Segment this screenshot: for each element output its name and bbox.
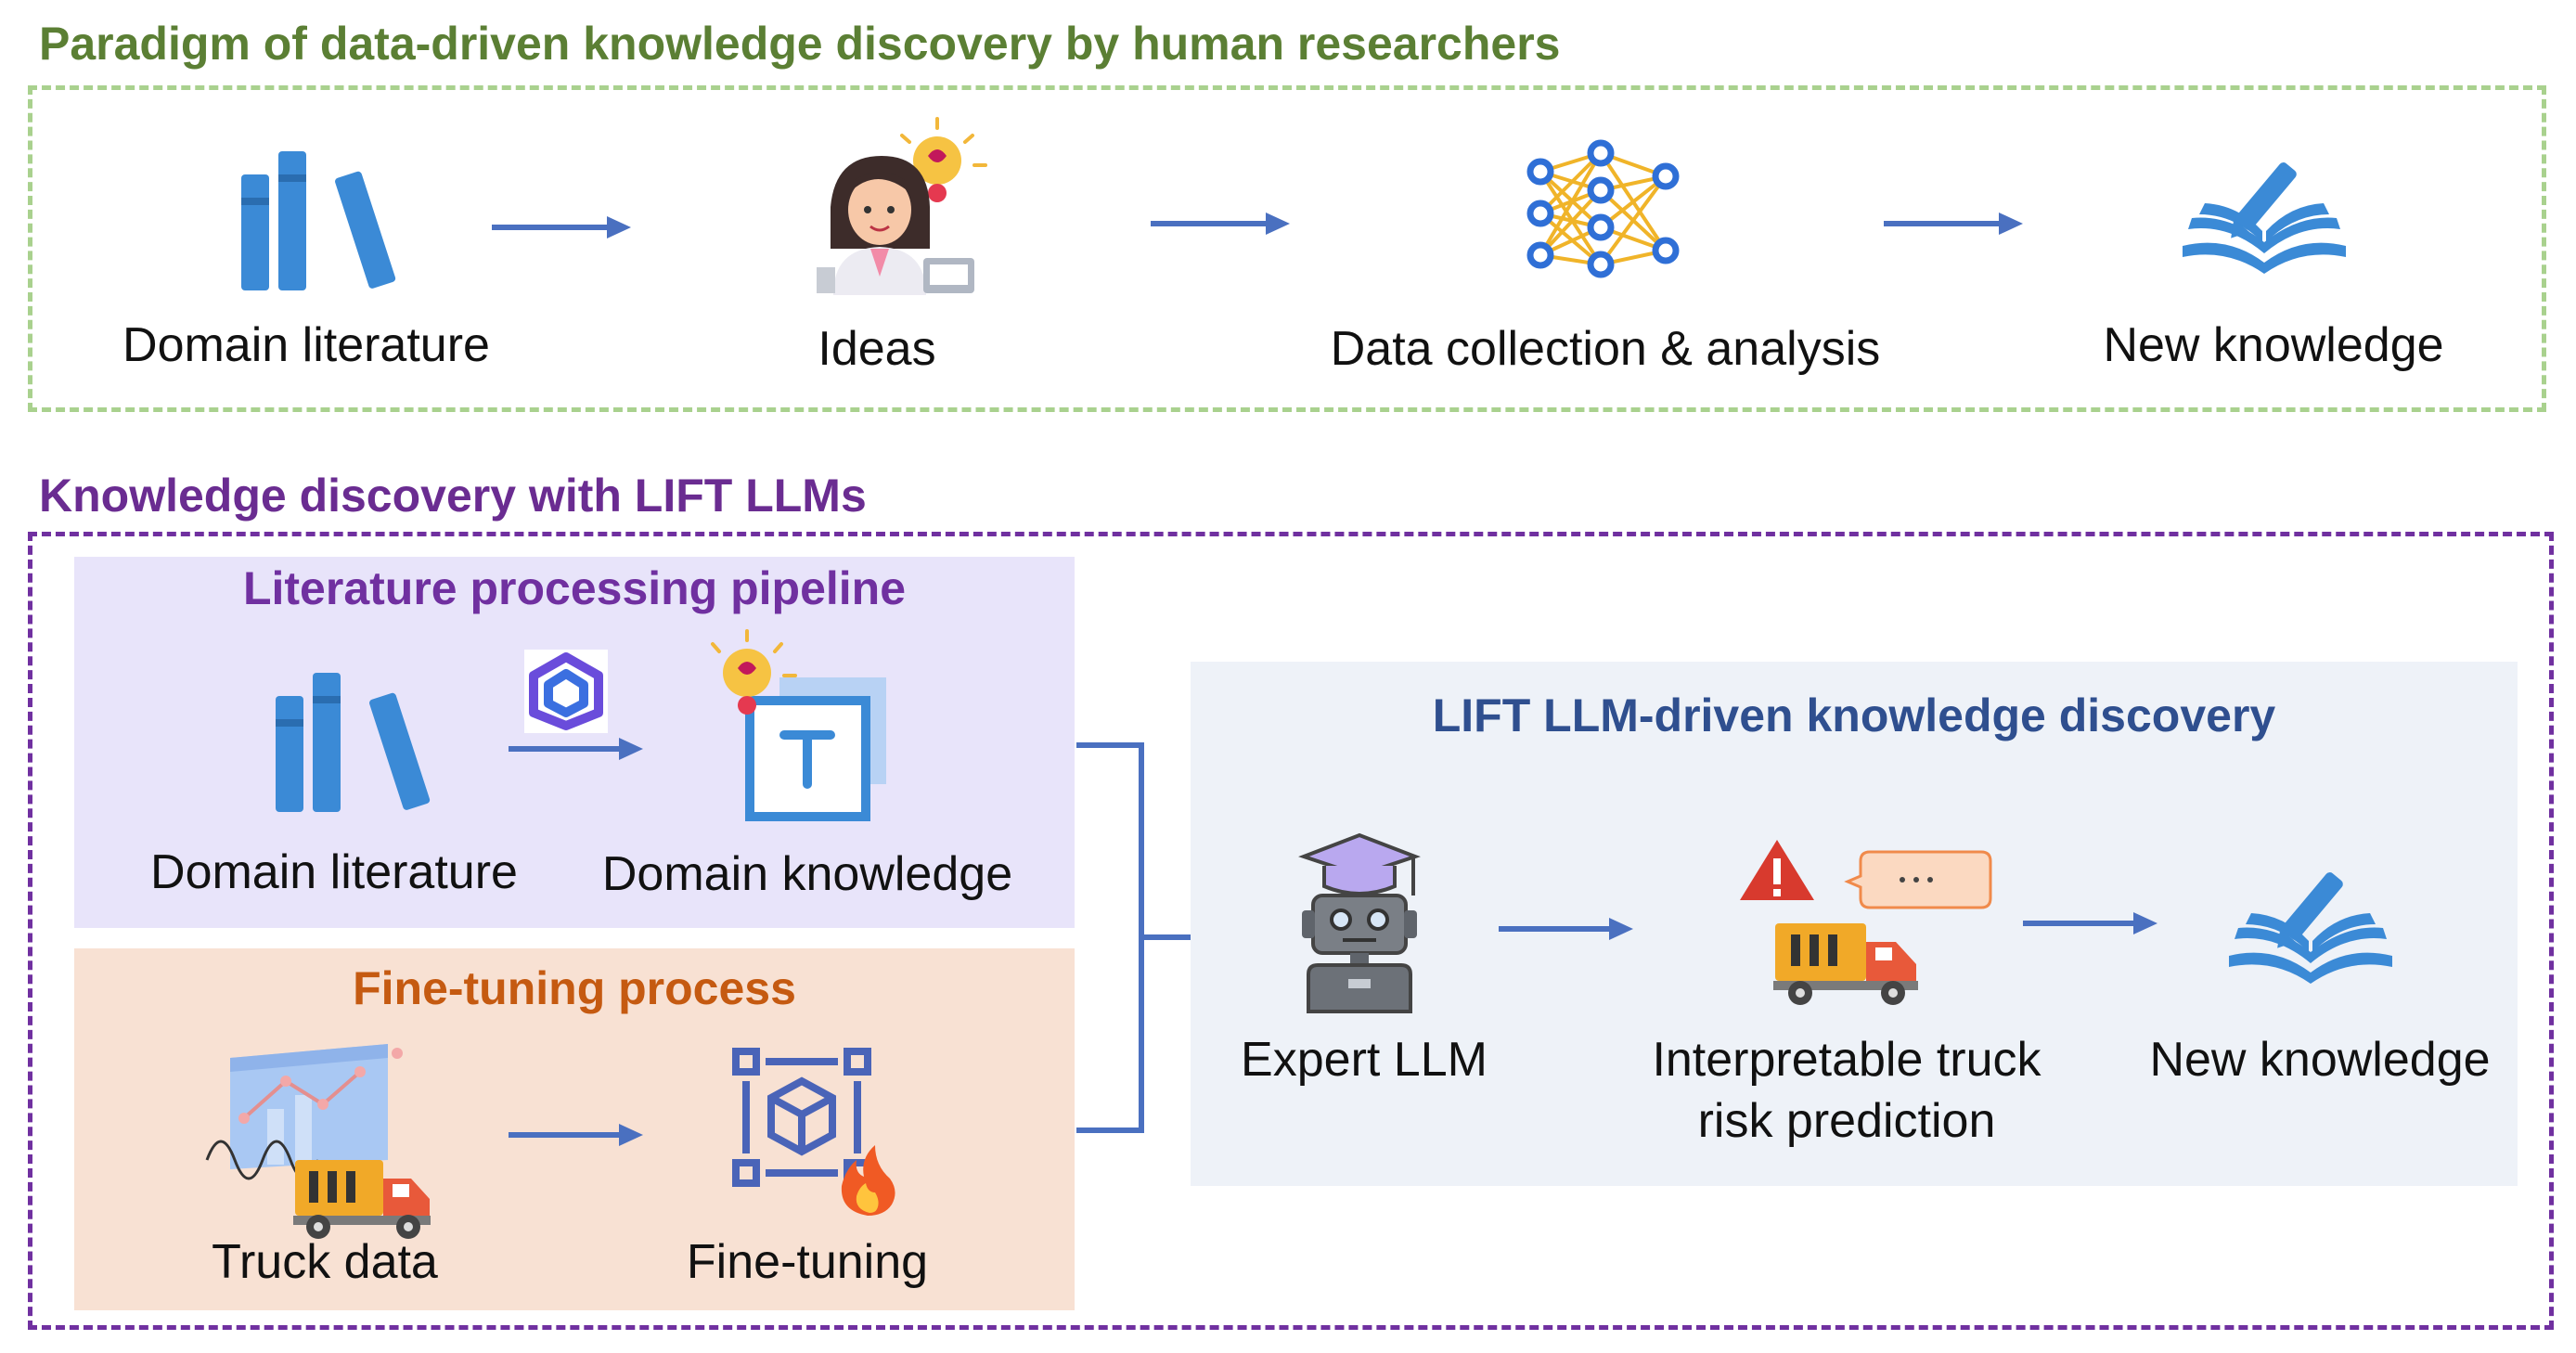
literature-step-label-2: Domain knowledge bbox=[601, 847, 1013, 901]
bottom-section-frame bbox=[28, 532, 2554, 1330]
discovery-step-label-2: Interpretable truck bbox=[1652, 1033, 2041, 1087]
llm-logo-icon bbox=[524, 650, 608, 733]
text-document-idea-icon bbox=[711, 629, 886, 821]
truck-warning-icon bbox=[1740, 840, 1992, 1005]
top-step-label-1: Domain literature bbox=[122, 318, 490, 372]
finetune-step-label-2: Fine-tuning bbox=[686, 1235, 929, 1289]
discovery-step-label-1: Expert LLM bbox=[1241, 1033, 1488, 1087]
top-section-frame bbox=[28, 85, 2546, 412]
arrow-right-icon bbox=[509, 1124, 643, 1146]
books-icon bbox=[276, 673, 431, 812]
discovery-step-label-3: New knowledge bbox=[2149, 1033, 2491, 1087]
literature-panel-title: Literature processing pipeline bbox=[242, 562, 907, 614]
arrow-right-icon bbox=[1499, 918, 1633, 940]
literature-panel bbox=[74, 557, 1075, 928]
finetune-step-label-1: Truck data bbox=[212, 1235, 438, 1289]
top-step-label-4: New knowledge bbox=[2103, 318, 2444, 372]
arrow-right-icon bbox=[509, 738, 643, 760]
bottom-section-title: Knowledge discovery with LIFT LLMs bbox=[39, 470, 867, 522]
arrow-right-icon bbox=[1884, 213, 2023, 235]
discovery-panel-title: LIFT LLM-driven knowledge discovery bbox=[1432, 689, 2276, 741]
top-step-label-2: Ideas bbox=[818, 322, 936, 376]
discovery-step-label-2b: risk prediction bbox=[1697, 1094, 1996, 1148]
top-step-label-3: Data collection & analysis bbox=[1330, 322, 1881, 376]
model-finetune-icon bbox=[732, 1048, 895, 1216]
arrow-right-icon bbox=[2023, 912, 2157, 934]
books-icon bbox=[241, 151, 396, 290]
neural-network-icon bbox=[1526, 139, 1680, 278]
literature-step-label-1: Domain literature bbox=[150, 845, 518, 899]
arrow-right-icon bbox=[1151, 213, 1290, 235]
top-section-title: Paradigm of data-driven knowledge discov… bbox=[39, 18, 1561, 70]
researcher-idea-icon bbox=[817, 117, 987, 295]
truck-data-icon bbox=[205, 1044, 431, 1239]
open-book-pen-icon bbox=[2229, 872, 2392, 984]
arrow-right-icon bbox=[492, 216, 631, 238]
robot-graduate-icon bbox=[1298, 832, 1421, 1013]
open-book-pen-icon bbox=[2183, 162, 2346, 274]
finetune-panel-title: Fine-tuning process bbox=[353, 962, 796, 1014]
